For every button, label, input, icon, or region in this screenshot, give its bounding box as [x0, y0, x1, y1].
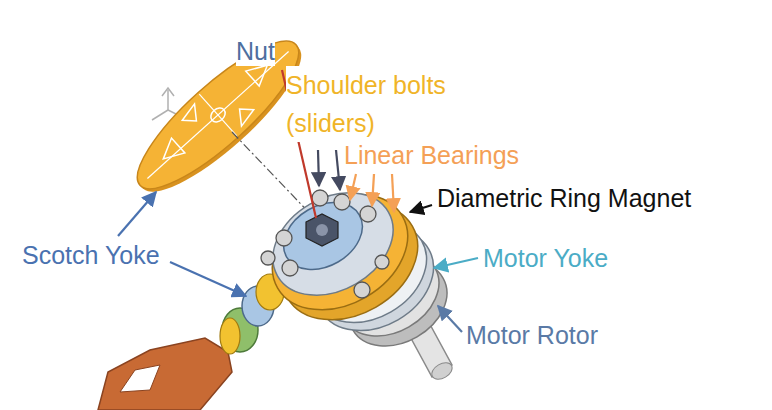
- part-label: Shoulder bolts (sliders): [286, 66, 451, 142]
- shoulder-bolts: [261, 190, 389, 298]
- part-label: Scotch Yoke: [22, 240, 160, 270]
- ring-magnet: [252, 171, 439, 343]
- part-label: Linear Bearings: [344, 140, 519, 170]
- part-label: Diametric Ring Magnet: [437, 183, 691, 213]
- part-label: Motor Rotor: [466, 320, 598, 350]
- part-label: Nut: [236, 36, 275, 66]
- part-label: Motor Yoke: [483, 243, 608, 273]
- coupler: [220, 274, 284, 354]
- bearing-plate: [255, 172, 412, 316]
- bracket: [98, 338, 232, 410]
